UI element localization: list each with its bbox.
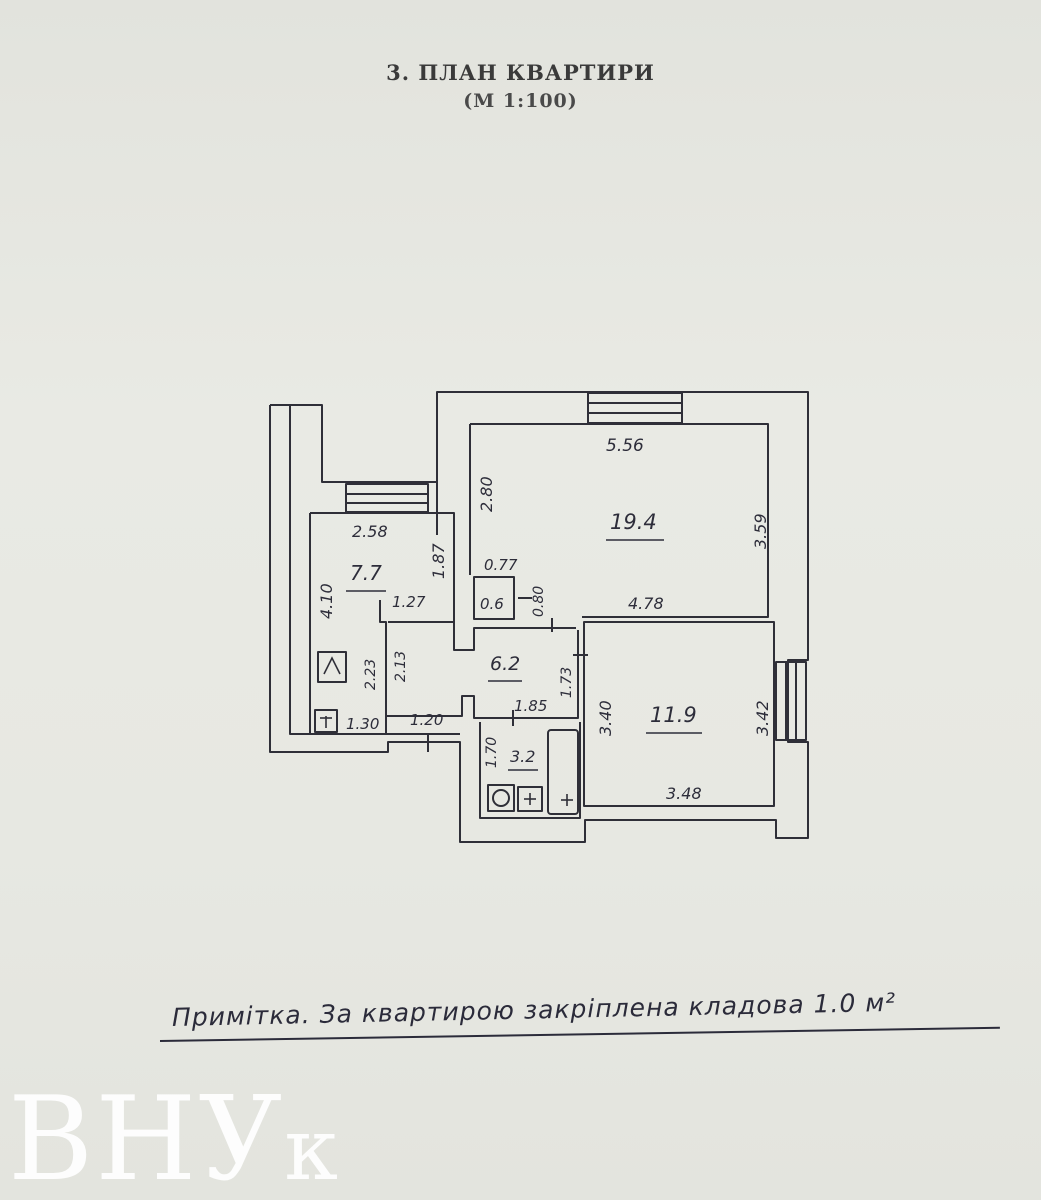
- living-room-area: 19.4: [610, 510, 657, 534]
- bathroom-height: 1.70: [484, 737, 500, 768]
- kitchen-width: 2.58: [352, 522, 388, 541]
- hall-bottom-wall: [386, 630, 579, 719]
- closet-area: 0.6: [480, 595, 504, 613]
- outer-wall: [269, 391, 809, 843]
- hall-height: 1.73: [559, 667, 575, 698]
- hall-top-wall: [388, 621, 576, 651]
- watermark-main: ВНУ: [8, 1072, 285, 1200]
- corridor-width: 1.20: [410, 711, 443, 729]
- bedroom-width: 3.48: [666, 784, 702, 803]
- plan-scale: (М 1:100): [463, 90, 578, 112]
- sink-kitchen-box: [314, 709, 338, 733]
- living-room-width-top: 5.56: [606, 436, 644, 456]
- bedroom-walls: [583, 621, 775, 807]
- hall-area: 6.2: [490, 653, 520, 675]
- kitchen-width-bottom: 1.27: [392, 593, 426, 611]
- bathroom-area: 3.2: [510, 747, 535, 766]
- closet-walls: [473, 576, 515, 620]
- plan-title: 3. ПЛАН КВАРТИРИ: [386, 60, 655, 85]
- bedroom-height-left: 3.40: [596, 700, 615, 736]
- hall-width: 1.85: [514, 697, 547, 715]
- bathtub: [547, 729, 579, 815]
- toilet-icon: [492, 789, 510, 807]
- left-wall-inner: [289, 405, 310, 735]
- living-room-width-bottom: 4.78: [628, 594, 664, 613]
- kitchen-lower-width: 1.30: [346, 715, 379, 733]
- window-kitchen: [345, 483, 429, 513]
- kitchen-height-right: 1.87: [429, 543, 448, 579]
- bedroom-height-right: 3.42: [753, 700, 772, 736]
- window-living-room: [587, 392, 683, 424]
- kitchen-partition: [379, 600, 387, 734]
- plan-walls: [269, 391, 809, 843]
- closet-height: 0.80: [531, 586, 547, 617]
- kitchen-height: 4.10: [317, 583, 336, 619]
- window-bedroom: [775, 661, 807, 741]
- corridor-height: 2.13: [393, 651, 409, 682]
- kitchen-lower-height: 2.23: [363, 659, 379, 690]
- stove-icon: [323, 656, 341, 675]
- bedroom-area: 11.9: [650, 703, 697, 727]
- bathroom-walls: [479, 722, 581, 819]
- kitchen-area: 7.7: [350, 561, 382, 585]
- toilet-box: [487, 784, 515, 812]
- stove-box: [317, 651, 347, 683]
- closet-width: 0.77: [484, 556, 518, 574]
- watermark-tail: к: [284, 1100, 340, 1200]
- watermark-logo: ВНУк: [8, 1082, 340, 1198]
- living-room-height-right: 3.59: [751, 513, 770, 549]
- sink-box: [517, 786, 543, 812]
- living-room-height-left: 2.80: [477, 476, 496, 512]
